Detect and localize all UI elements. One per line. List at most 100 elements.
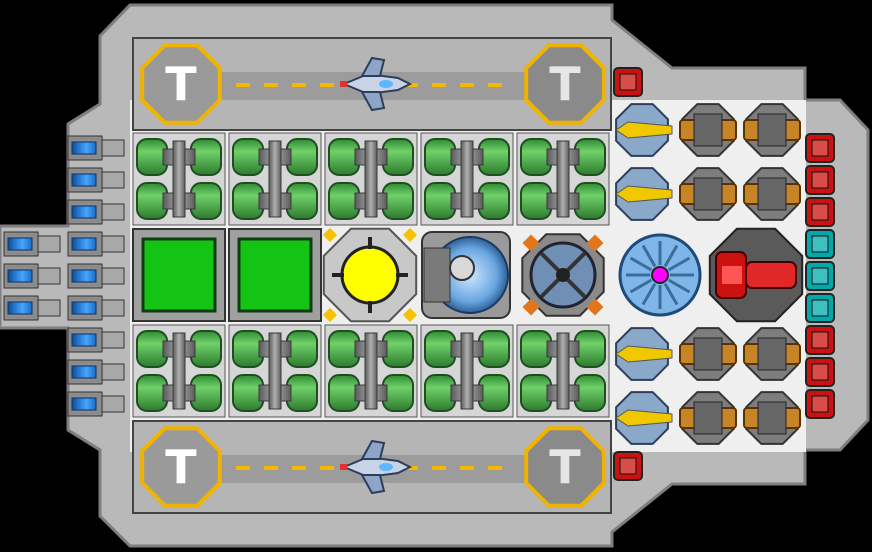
runway-dash bbox=[488, 83, 502, 87]
fuel-pipe-vertical bbox=[172, 140, 186, 218]
red-node[interactable] bbox=[805, 357, 835, 387]
gun-turret[interactable] bbox=[679, 167, 737, 221]
runway-dash bbox=[264, 83, 278, 87]
fuel-tank-block bbox=[324, 132, 418, 226]
core-icon bbox=[651, 266, 669, 284]
node-frame bbox=[805, 197, 835, 227]
thruster-mount bbox=[101, 267, 125, 285]
cannon-highlight bbox=[722, 266, 742, 284]
side-nodes bbox=[613, 67, 835, 481]
thruster-icon bbox=[67, 167, 125, 193]
gun-turret[interactable] bbox=[679, 327, 737, 381]
fuel-tank-block bbox=[516, 132, 610, 226]
weapon-racks bbox=[615, 103, 801, 445]
node-core bbox=[619, 457, 637, 475]
fuel-pipe-vertical bbox=[556, 332, 570, 410]
turret-body bbox=[757, 113, 787, 147]
thruster-glow bbox=[7, 237, 33, 251]
gun-turret[interactable] bbox=[743, 167, 801, 221]
fighter-wing-top bbox=[360, 439, 386, 460]
control-screen-left[interactable] bbox=[132, 228, 226, 322]
cannon-icon bbox=[745, 261, 797, 289]
thruster-mount bbox=[101, 203, 125, 221]
fuel-pipe-vertical bbox=[172, 332, 186, 410]
node-core bbox=[619, 73, 637, 91]
fuel-pipe-vertical bbox=[364, 332, 378, 410]
missile-pod[interactable] bbox=[615, 327, 673, 381]
thruster-glow bbox=[71, 141, 97, 155]
thruster-mount bbox=[37, 235, 61, 253]
gun-turret[interactable] bbox=[743, 391, 801, 445]
red-node-bottom[interactable] bbox=[613, 451, 643, 481]
shield-generator[interactable] bbox=[421, 231, 511, 319]
shield-side-panel bbox=[423, 247, 451, 303]
fuel-pipe-vertical bbox=[268, 140, 282, 218]
cyan-node[interactable] bbox=[805, 229, 835, 259]
node-core bbox=[811, 395, 829, 413]
turbine-blade bbox=[663, 244, 679, 268]
turbine-blade bbox=[629, 278, 653, 294]
warp-hub bbox=[556, 268, 570, 282]
thruster-array bbox=[3, 135, 125, 417]
red-node[interactable] bbox=[805, 165, 835, 195]
thruster-mount bbox=[37, 299, 61, 317]
missile-pod[interactable] bbox=[615, 391, 673, 445]
node-frame bbox=[805, 133, 835, 163]
thruster-icon bbox=[67, 295, 125, 321]
thruster-icon bbox=[67, 135, 125, 161]
runway-dash bbox=[292, 83, 306, 87]
thruster-icon bbox=[67, 359, 125, 385]
thruster-mount bbox=[101, 395, 125, 413]
landing-pad-right-marker: T bbox=[549, 440, 581, 494]
runway-dash bbox=[236, 466, 250, 470]
thruster-mount bbox=[101, 299, 125, 317]
fighter-ship-icon[interactable] bbox=[340, 439, 413, 495]
runway-dash bbox=[460, 466, 474, 470]
red-node[interactable] bbox=[805, 325, 835, 355]
fuel-pipe-vertical bbox=[268, 332, 282, 410]
missile-icon bbox=[615, 409, 673, 427]
landing-pad-right[interactable] bbox=[524, 426, 606, 508]
missile-pod[interactable] bbox=[615, 167, 673, 221]
node-frame bbox=[613, 451, 643, 481]
gun-turret[interactable] bbox=[743, 327, 801, 381]
heavy-cannon[interactable] bbox=[708, 227, 804, 323]
runway-dash bbox=[404, 83, 418, 87]
gun-turret[interactable] bbox=[743, 103, 801, 157]
red-node[interactable] bbox=[805, 133, 835, 163]
cyan-node[interactable] bbox=[805, 261, 835, 291]
gun-turret[interactable] bbox=[679, 103, 737, 157]
gun-turret[interactable] bbox=[679, 391, 737, 445]
landing-pad-left[interactable] bbox=[140, 43, 222, 125]
turbine-blade bbox=[641, 282, 657, 306]
missile-pod[interactable] bbox=[615, 103, 673, 157]
turret-body bbox=[693, 401, 723, 435]
fuel-tank-block bbox=[516, 324, 610, 418]
turbine-blade bbox=[641, 244, 657, 268]
node-core bbox=[811, 267, 829, 285]
fighter-wing-bottom bbox=[360, 474, 386, 495]
red-node-top[interactable] bbox=[613, 67, 643, 97]
fuel-tank-block bbox=[228, 324, 322, 418]
node-frame bbox=[805, 165, 835, 195]
node-core bbox=[811, 203, 829, 221]
cyan-node[interactable] bbox=[805, 293, 835, 323]
red-node[interactable] bbox=[805, 197, 835, 227]
control-screen-right[interactable] bbox=[228, 228, 322, 322]
power-reactor[interactable] bbox=[322, 227, 418, 323]
warp-core[interactable] bbox=[521, 233, 605, 317]
node-frame bbox=[805, 325, 835, 355]
landing-pad-left[interactable] bbox=[140, 426, 222, 508]
fighter-wing-top bbox=[360, 56, 386, 77]
runway-dash bbox=[264, 466, 278, 470]
fighter-cockpit bbox=[379, 463, 393, 471]
fuel-pipe-vertical bbox=[460, 332, 474, 410]
red-node[interactable] bbox=[805, 389, 835, 419]
landing-pad-right[interactable] bbox=[524, 43, 606, 125]
thruster-icon bbox=[67, 263, 125, 289]
energy-core[interactable] bbox=[618, 233, 702, 317]
fighter-ship-icon[interactable] bbox=[340, 56, 413, 112]
